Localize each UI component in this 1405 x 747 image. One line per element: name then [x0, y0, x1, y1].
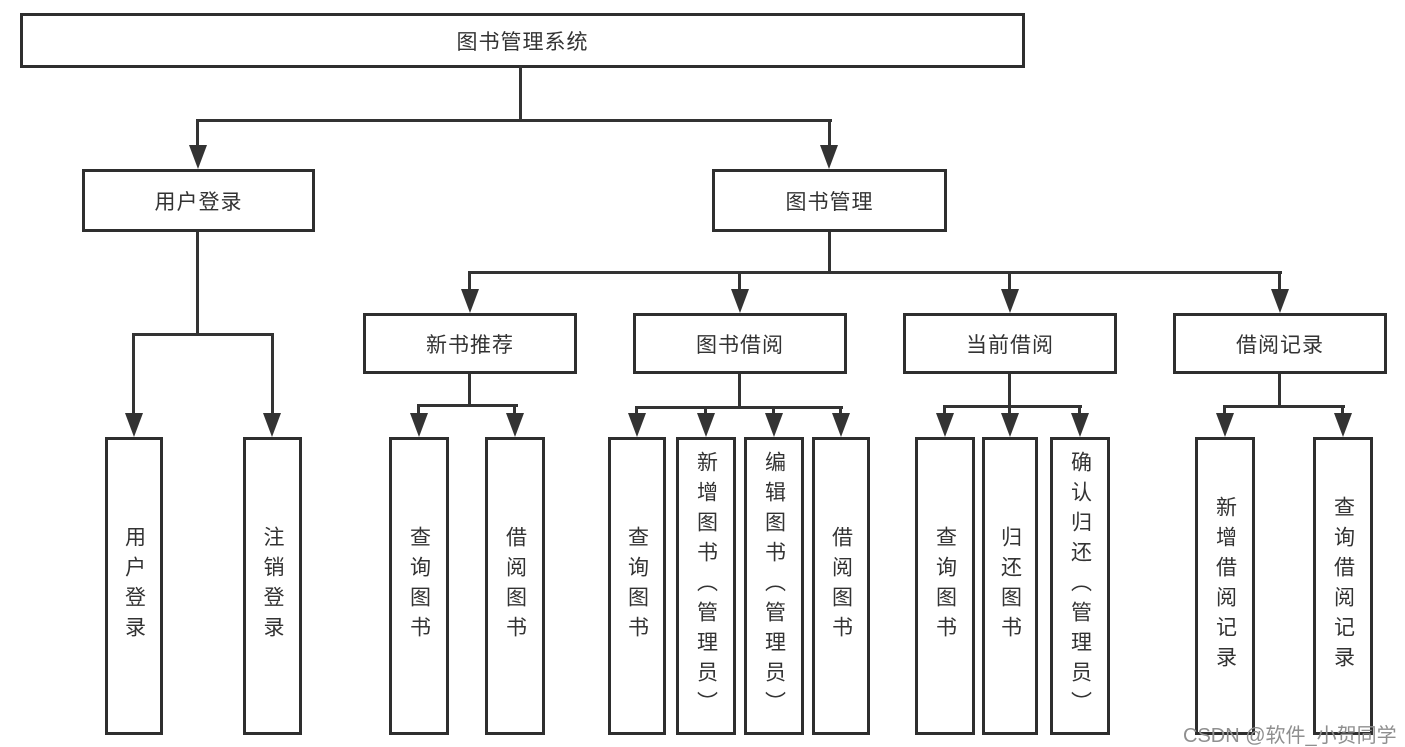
- node-label: 图书借阅: [696, 333, 784, 357]
- arrow-down-icon: [1071, 413, 1089, 437]
- connector-new-book-horizontal: [418, 404, 518, 407]
- connector-stem-leaf-logout: [271, 333, 274, 417]
- leaf-label: 查询借阅记录: [1331, 496, 1355, 676]
- node-book-borrowing: 图书借阅: [633, 313, 847, 374]
- connector-stem: [1008, 405, 1011, 416]
- connector-stem-new-book: [468, 271, 471, 293]
- leaf-query-books-borrowing: 查询图书: [608, 437, 666, 735]
- leaf-borrow-books-recommend: 借阅图书: [485, 437, 545, 735]
- leaf-label: 用户登录: [122, 526, 146, 646]
- connector-stem-user-login: [196, 119, 199, 149]
- connector-stem: [417, 404, 420, 416]
- leaf-label: 借阅图书: [503, 526, 527, 646]
- arrow-down-icon: [410, 413, 428, 437]
- connector-stem: [635, 406, 638, 416]
- node-new-book-recommend: 新书推荐: [363, 313, 577, 374]
- connector-stem: [513, 404, 516, 416]
- arrow-down-icon: [1216, 413, 1234, 437]
- connector-stem: [1223, 405, 1226, 416]
- connector-stem-book-borrowing: [738, 271, 741, 293]
- node-borrowing-records: 借阅记录: [1173, 313, 1387, 374]
- connector-borrowing-records-vertical: [1278, 374, 1281, 408]
- leaf-logout-login: 注销登录: [243, 437, 302, 735]
- connector-book-borrowing-vertical: [738, 374, 741, 409]
- leaf-label: 注销登录: [261, 526, 284, 646]
- leaf-borrow-books-borrowing: 借阅图书: [812, 437, 870, 735]
- arrow-down-icon: [936, 413, 954, 437]
- leaf-query-books-recommend: 查询图书: [389, 437, 449, 735]
- arrow-down-icon: [189, 145, 207, 169]
- arrow-down-icon: [125, 413, 143, 437]
- connector-book-borrowing-horizontal: [636, 406, 843, 409]
- leaf-label: 新增借阅记录: [1213, 496, 1237, 676]
- node-label: 当前借阅: [966, 333, 1054, 357]
- csdn-watermark: CSDN @软件_小贺同学: [1183, 725, 1397, 747]
- leaf-return-books: 归还图书: [982, 437, 1038, 735]
- arrow-down-icon: [697, 413, 715, 437]
- arrow-down-icon: [820, 145, 838, 169]
- node-book-management: 图书管理: [712, 169, 947, 232]
- arrow-down-icon: [832, 413, 850, 437]
- leaf-add-book-admin: 新增图书（管理员）: [676, 437, 736, 735]
- arrow-down-icon: [1001, 413, 1019, 437]
- node-label: 图书管理系统: [456, 30, 589, 54]
- leaf-label: 新增图书（管理员）: [694, 451, 718, 721]
- connector-book-mgmt-vertical: [828, 232, 831, 274]
- connector-stem-current-borrowing: [1008, 271, 1011, 293]
- leaf-label: 确认归还（管理员）: [1068, 451, 1092, 721]
- connector-stem: [772, 406, 775, 416]
- node-label: 借阅记录: [1236, 333, 1324, 357]
- arrow-down-icon: [731, 289, 749, 313]
- leaf-label: 借阅图书: [829, 526, 853, 646]
- arrow-down-icon: [263, 413, 281, 437]
- node-label: 用户登录: [154, 190, 243, 214]
- connector-current-borrowing-horizontal: [944, 405, 1082, 408]
- connector-borrowing-records-horizontal: [1224, 405, 1345, 408]
- arrow-down-icon: [461, 289, 479, 313]
- connector-stem-leaf-user-login: [132, 333, 135, 417]
- connector-user-login-horizontal: [133, 333, 274, 336]
- leaf-label: 查询图书: [933, 526, 957, 646]
- connector-stem: [943, 405, 946, 416]
- connector-stem-book-management: [828, 119, 831, 149]
- connector-stem: [704, 406, 707, 416]
- leaf-query-borrow-record: 查询借阅记录: [1313, 437, 1373, 735]
- connector-stem: [1078, 405, 1081, 416]
- connector-stem-borrowing-records: [1278, 271, 1281, 293]
- leaf-add-borrow-record: 新增借阅记录: [1195, 437, 1255, 735]
- connector-stem: [1341, 405, 1344, 416]
- node-current-borrowing: 当前借阅: [903, 313, 1117, 374]
- connector-root-horizontal: [197, 119, 832, 122]
- leaf-label: 编辑图书（管理员）: [762, 451, 786, 721]
- node-label: 新书推荐: [426, 333, 514, 357]
- connector-new-book-vertical: [468, 374, 471, 407]
- node-label: 图书管理: [785, 190, 874, 214]
- leaf-user-login: 用户登录: [105, 437, 163, 735]
- connector-book-mgmt-horizontal: [469, 271, 1282, 274]
- arrow-down-icon: [1271, 289, 1289, 313]
- arrow-down-icon: [765, 413, 783, 437]
- connector-user-login-vertical: [196, 232, 199, 336]
- leaf-confirm-return-admin: 确认归还（管理员）: [1050, 437, 1110, 735]
- node-user-login: 用户登录: [82, 169, 315, 232]
- connector-root-vertical: [519, 66, 522, 120]
- arrow-down-icon: [506, 413, 524, 437]
- leaf-label: 查询图书: [625, 526, 649, 646]
- arrow-down-icon: [1001, 289, 1019, 313]
- leaf-label: 归还图书: [998, 526, 1022, 646]
- leaf-edit-book-admin: 编辑图书（管理员）: [744, 437, 804, 735]
- arrow-down-icon: [628, 413, 646, 437]
- node-library-system: 图书管理系统: [20, 13, 1025, 68]
- leaf-query-books-current: 查询图书: [915, 437, 975, 735]
- arrow-down-icon: [1334, 413, 1352, 437]
- leaf-label: 查询图书: [407, 526, 431, 646]
- connector-current-borrowing-vertical: [1008, 374, 1011, 408]
- connector-stem: [839, 406, 842, 416]
